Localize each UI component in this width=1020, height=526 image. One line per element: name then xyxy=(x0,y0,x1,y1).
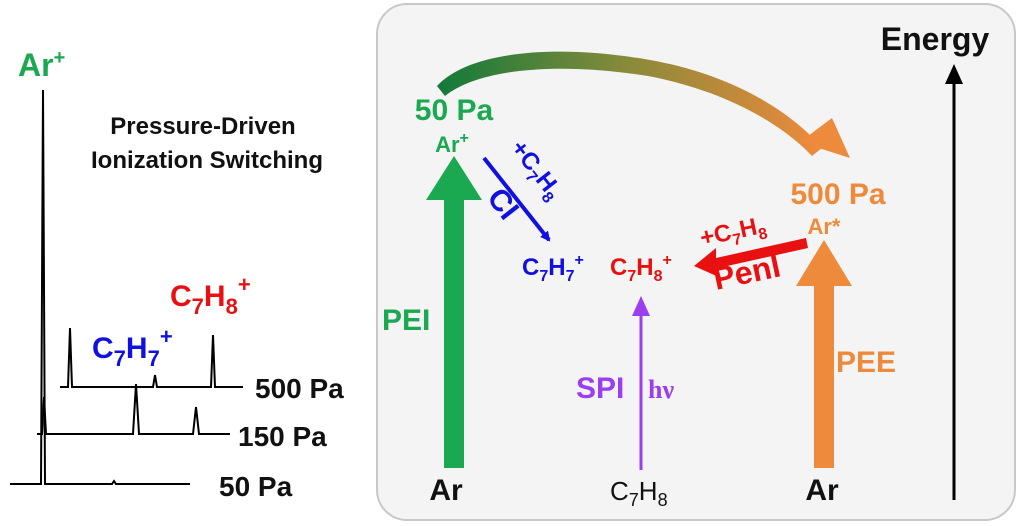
peni-arrow xyxy=(694,238,808,278)
pressure-label-500: 500 Pa xyxy=(255,373,344,404)
ci-arrow xyxy=(482,156,551,242)
product-c7h8-plus: C7H8+ xyxy=(610,252,672,285)
pee-arrow xyxy=(796,240,852,468)
spectrum-title-line1: Pressure-Driven xyxy=(110,113,295,140)
spectrum-trace-500pa xyxy=(60,327,243,388)
left-pressure-label: 50 Pa xyxy=(415,94,494,127)
pei-label: PEI xyxy=(382,304,430,337)
panel-background xyxy=(376,3,1016,521)
c7h8-plus-label: C7H8+ xyxy=(170,272,251,319)
right-pressure-label: 500 Pa xyxy=(790,178,885,211)
spi-label: SPI xyxy=(576,372,624,405)
mass-spectra: Ar+ Pressure-Driven Ionization Switching… xyxy=(10,47,344,502)
pressure-label-50: 50 Pa xyxy=(219,471,293,502)
bottom-c7h8: C7H8 xyxy=(610,476,668,510)
pressure-label-150: 150 Pa xyxy=(238,421,327,452)
ar-plus-label: Ar+ xyxy=(18,47,65,83)
product-c7h7-plus: C7H7+ xyxy=(522,252,584,285)
bottom-ar-right: Ar xyxy=(805,474,839,507)
left-ion-label: Ar+ xyxy=(435,130,469,157)
spectrum-title-line2: Ionization Switching xyxy=(91,147,323,174)
c7h7-plus-label: C7H7+ xyxy=(92,324,173,371)
bottom-ar-left: Ar xyxy=(429,474,463,507)
hv-label: hν xyxy=(648,375,674,404)
pei-arrow xyxy=(426,156,482,468)
energy-axis-arrowhead xyxy=(945,64,963,84)
energy-scheme-panel: Energy 50 Pa Ar+ PEI Ar +C7H8 CI C7H7+ C… xyxy=(376,3,1016,521)
pressure-switch-curve-arrow xyxy=(437,51,822,157)
peni-reagent-label: +C7H8 xyxy=(698,212,770,256)
spectrum-trace-50pa xyxy=(10,89,190,485)
energy-axis-label: Energy xyxy=(881,21,990,57)
pressure-switch-arrowhead xyxy=(800,118,850,158)
spi-arrowhead xyxy=(632,296,650,316)
spectrum-trace-150pa xyxy=(37,383,230,435)
pee-label: PEE xyxy=(836,346,896,379)
right-species-label: Ar* xyxy=(807,214,840,239)
